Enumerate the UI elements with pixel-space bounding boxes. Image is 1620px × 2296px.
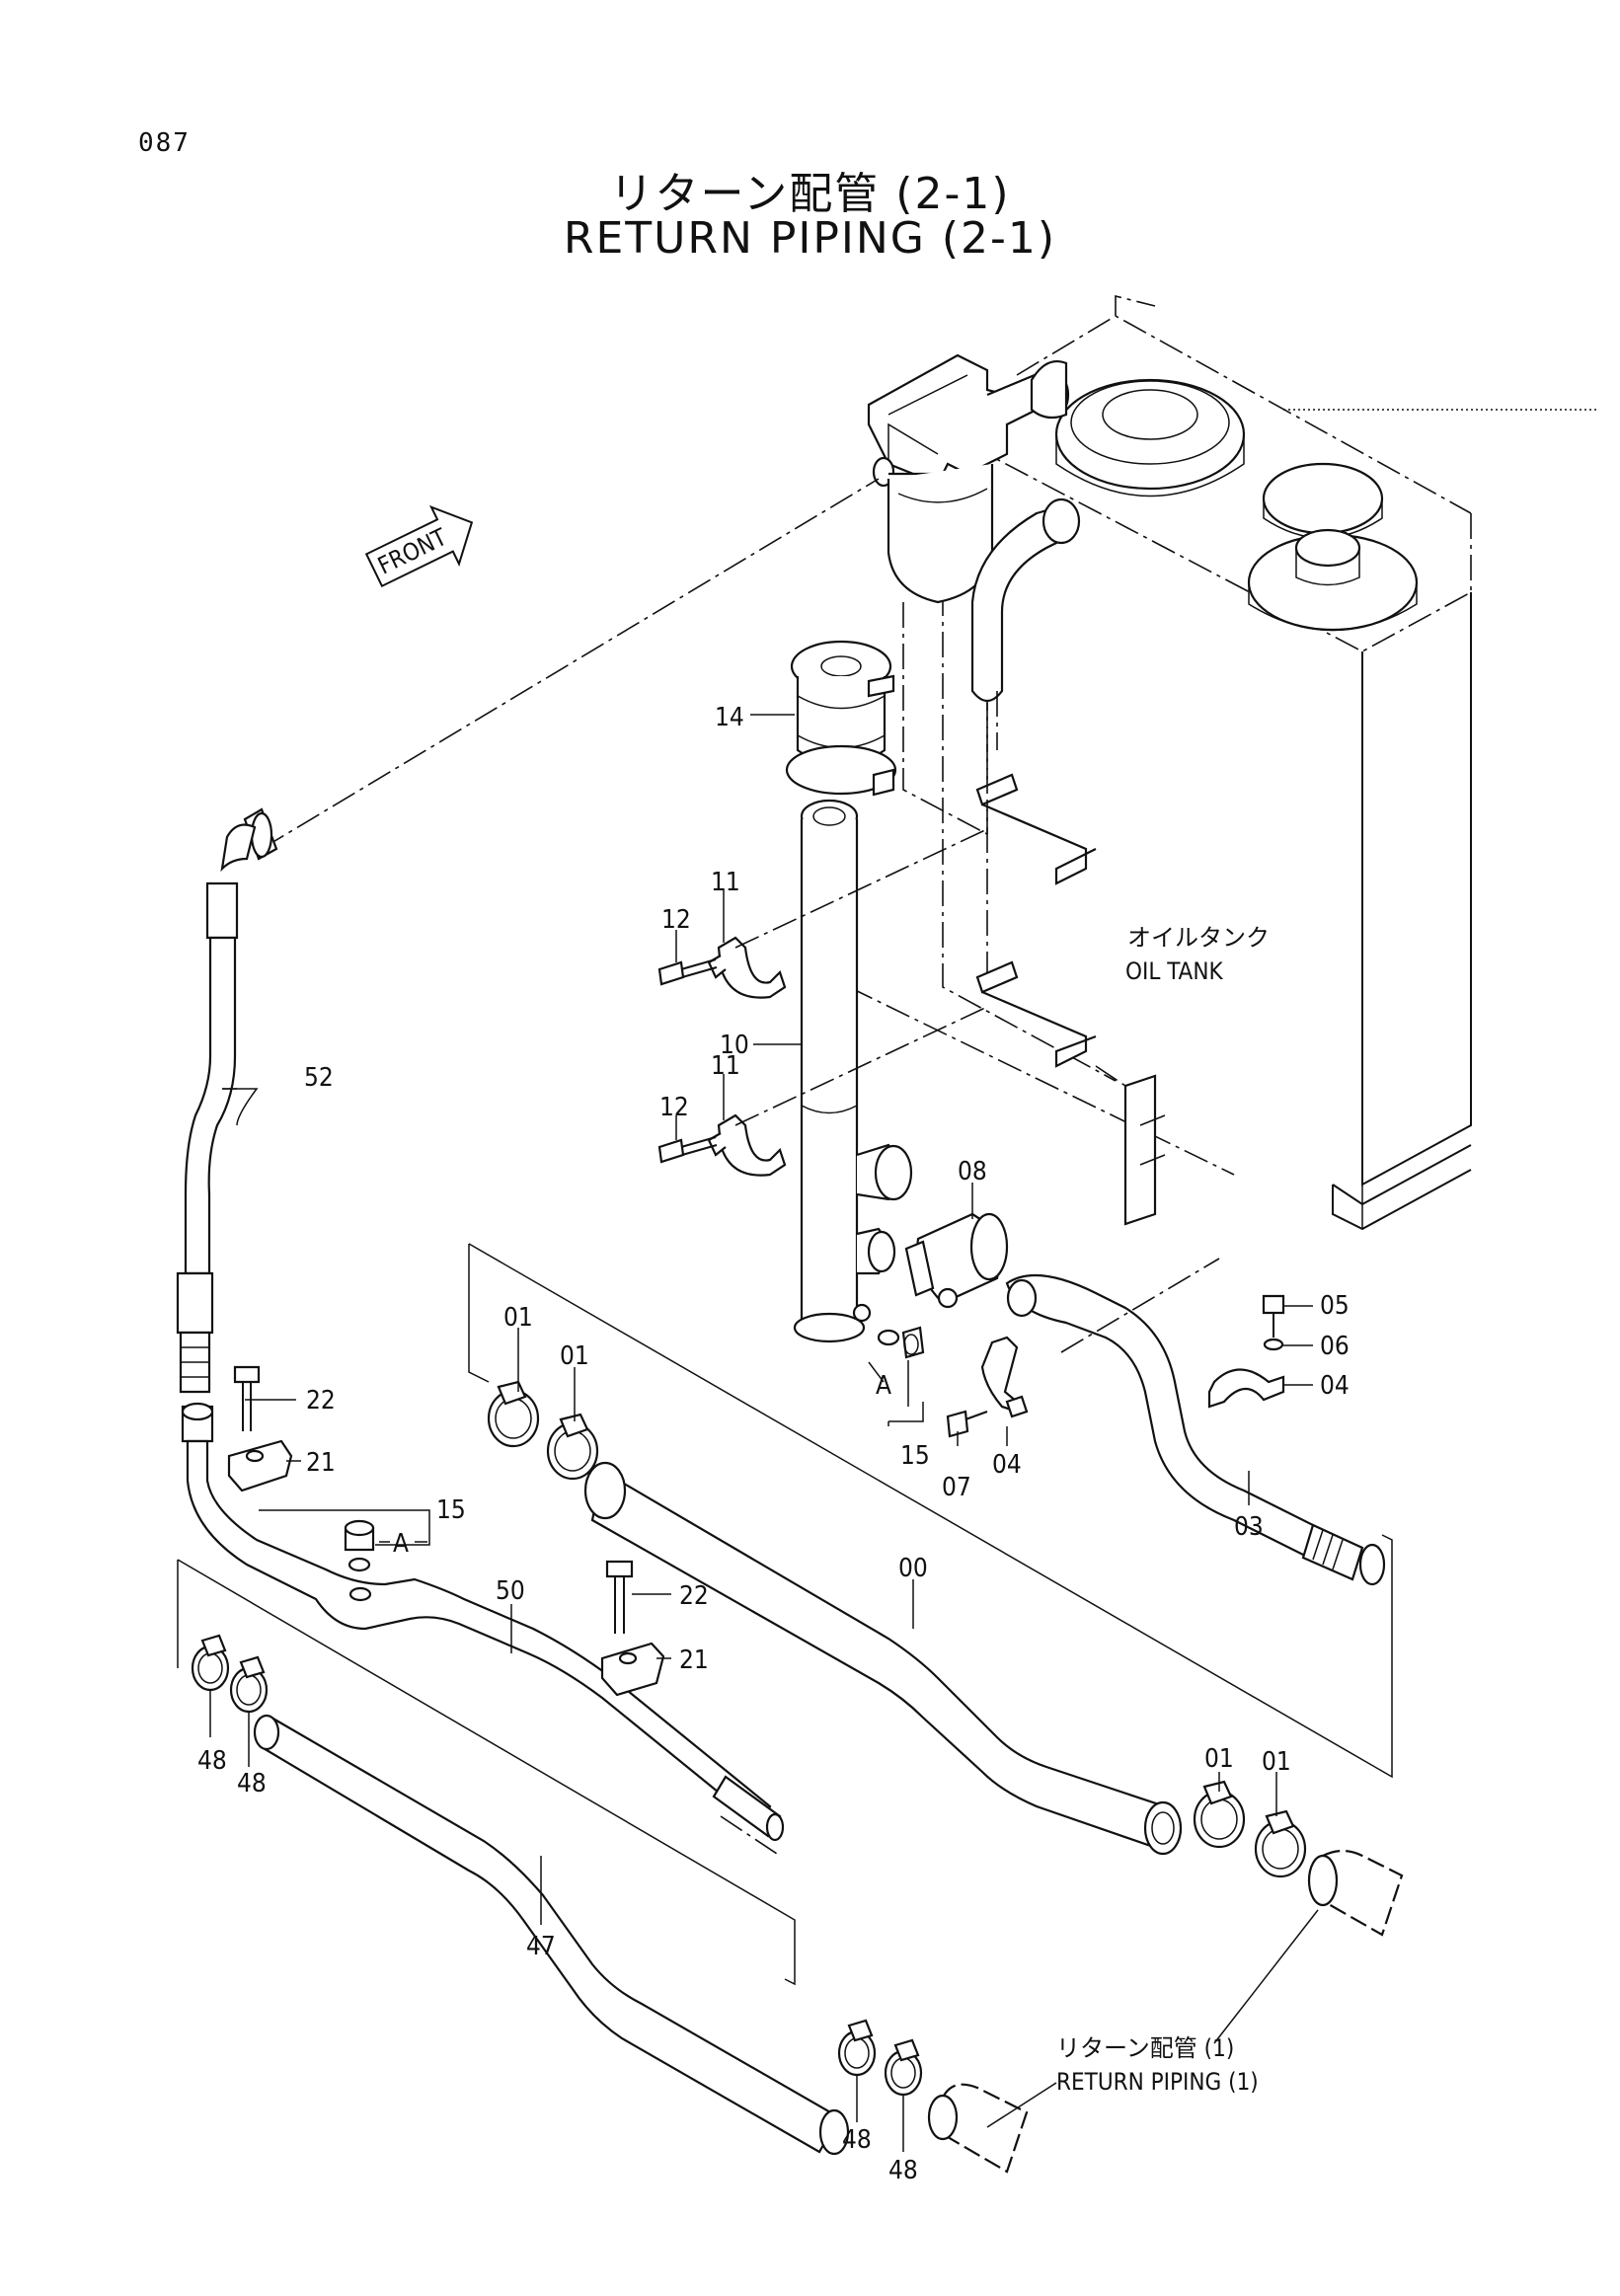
title-japanese: リターン配管 (2-1) <box>609 169 1011 219</box>
callout-48-b: 48 <box>237 1769 267 1799</box>
part-52-hose <box>176 478 880 1394</box>
oil-tank-label-ja: オイルタンク <box>1127 924 1270 952</box>
part-01-clamp-c <box>1193 1780 1246 1849</box>
callout-03: 03 <box>1234 1512 1264 1542</box>
part-15-plug-upper <box>877 1326 925 1359</box>
filter-assembly <box>867 353 1081 835</box>
callout-04-center: 04 <box>992 1450 1022 1480</box>
part-10-return-pipe <box>793 799 913 1343</box>
part-06-washer <box>1263 1338 1284 1351</box>
callout-22-upper: 22 <box>306 1386 336 1416</box>
part-11-clamp-lower <box>707 1113 787 1177</box>
callout-08: 08 <box>958 1157 987 1186</box>
part-04-clamp-center <box>980 1336 1029 1418</box>
return-piping-1-label-en: RETURN PIPING (1) <box>1056 2068 1259 2096</box>
part-48-clamp-c <box>837 2019 877 2077</box>
part-12-bolt-lower <box>657 1136 718 1164</box>
part-21-block-upper <box>227 1439 293 1492</box>
part-00-hose <box>468 1243 1393 1856</box>
callout-01-d: 01 <box>1262 1747 1291 1777</box>
part-21-block-lower <box>600 1642 665 1697</box>
callout-11-upper: 11 <box>711 868 740 897</box>
return-piping-1-label-ja: リターン配管 (1) <box>1056 2034 1234 2062</box>
part-07-bolt <box>946 1410 988 1438</box>
part-01-clamp-d <box>1254 1809 1307 1878</box>
callout-15-upper: 15 <box>900 1441 930 1471</box>
part-50-pipe <box>181 1402 785 1857</box>
part-04-clamp-right <box>1207 1368 1285 1409</box>
callout-48-a: 48 <box>197 1746 227 1776</box>
callout-11-lower: 11 <box>711 1051 740 1081</box>
part-22-bolt-lower <box>605 1560 634 1634</box>
callout-05: 05 <box>1320 1291 1350 1321</box>
part-47-hose <box>177 1559 850 2156</box>
front-direction-arrow: FRONT <box>364 504 474 588</box>
oil-tank-label-en: OIL TANK <box>1125 957 1223 985</box>
callout-21-lower: 21 <box>679 1645 709 1675</box>
callout-15-lower: 15 <box>436 1495 466 1525</box>
callout-10: 10 <box>720 1031 749 1060</box>
oil-tank-drawing <box>848 294 1599 1231</box>
callout-12-lower: 12 <box>659 1093 689 1122</box>
callout-12-upper: 12 <box>661 905 691 935</box>
part-22-bolt-upper <box>233 1365 261 1431</box>
callout-48-d: 48 <box>888 2156 918 2185</box>
part-15-plug-lower <box>344 1519 375 1572</box>
part-48-clamp-a <box>191 1634 230 1692</box>
callout-07: 07 <box>942 1473 971 1502</box>
callout-21-upper: 21 <box>306 1448 336 1478</box>
callout-50: 50 <box>496 1576 525 1606</box>
part-14-coupling <box>785 640 897 797</box>
part-01-clamp-b <box>546 1413 599 1481</box>
part-05-bolt <box>1262 1294 1285 1338</box>
title-english: RETURN PIPING (2-1) <box>563 213 1057 264</box>
return-piping-1-continuation <box>927 1849 1404 2174</box>
ref-letter-a-lower: A <box>393 1529 409 1559</box>
callout-14: 14 <box>715 703 744 732</box>
part-01-clamp-a <box>487 1380 540 1448</box>
callout-00: 00 <box>898 1554 928 1583</box>
part-11-clamp-upper <box>707 936 787 999</box>
page-number: 087 <box>138 128 191 158</box>
part-08-coupling <box>904 1212 1009 1309</box>
callout-04-right: 04 <box>1320 1371 1350 1401</box>
callout-52: 52 <box>304 1063 334 1093</box>
callout-leaders <box>209 714 1313 2152</box>
callout-labels: 14 11 12 10 11 12 08 05 06 04 04 07 15 A… <box>197 703 1350 2185</box>
callout-47: 47 <box>526 1932 556 1961</box>
callout-01-b: 01 <box>560 1341 589 1371</box>
part-48-clamp-b <box>229 1655 269 1714</box>
part-12-bolt-upper <box>657 958 718 986</box>
callout-01-a: 01 <box>503 1303 533 1333</box>
callout-06: 06 <box>1320 1332 1350 1361</box>
callout-48-c: 48 <box>842 2125 872 2155</box>
ref-letter-a-upper: A <box>876 1371 891 1401</box>
callout-22-lower: 22 <box>679 1581 709 1611</box>
callout-01-c: 01 <box>1204 1744 1234 1774</box>
part-48-clamp-d <box>884 2038 923 2097</box>
part-03-hose <box>1005 1258 1386 1586</box>
